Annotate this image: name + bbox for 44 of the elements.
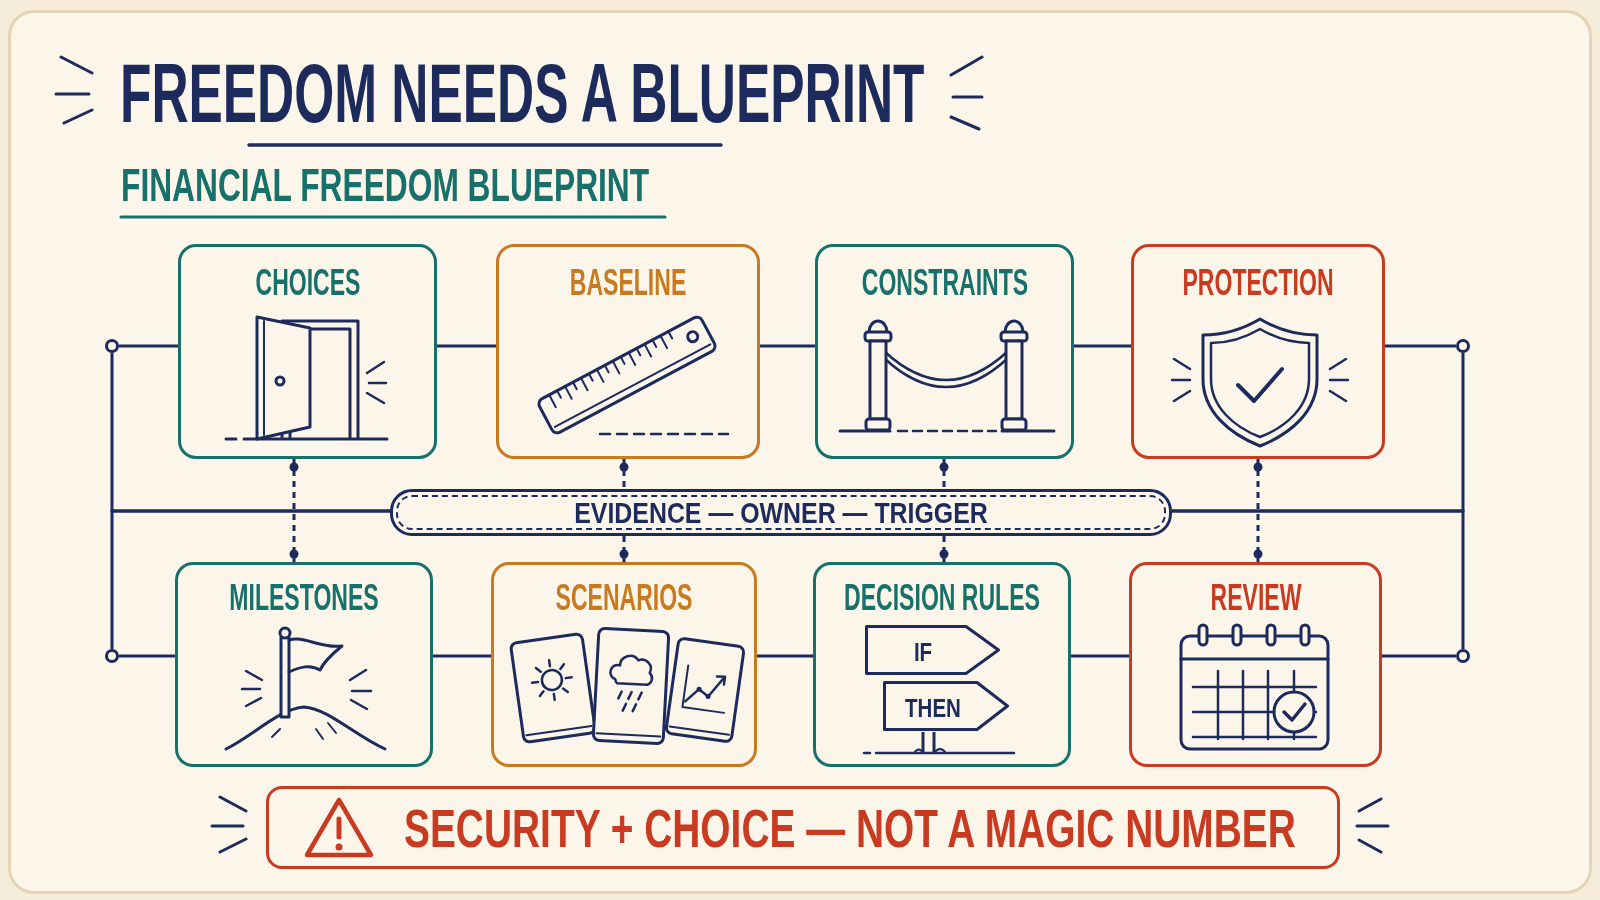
card-title: SCENARIOS bbox=[555, 580, 693, 616]
arrow-sign bbox=[883, 681, 1009, 731]
connector-line bbox=[1385, 344, 1456, 348]
connector-line bbox=[757, 654, 813, 658]
sign-label: IF bbox=[913, 640, 933, 665]
category-card bbox=[1129, 562, 1382, 767]
category-card bbox=[178, 244, 437, 459]
connector-line bbox=[1382, 654, 1456, 658]
card-title: CHOICES bbox=[255, 265, 360, 301]
card-title: REVIEW bbox=[1210, 580, 1301, 616]
category-card bbox=[491, 562, 757, 767]
connector-line bbox=[1071, 654, 1129, 658]
subtitle: FINANCIAL FREEDOM BLUEPRINT bbox=[121, 161, 650, 208]
category-card bbox=[175, 562, 433, 767]
dashed-connector bbox=[289, 459, 299, 562]
card-title: PROTECTION bbox=[1182, 265, 1334, 301]
category-card bbox=[1131, 244, 1385, 459]
connector-line bbox=[437, 344, 496, 348]
card-title: CONSTRAINTS bbox=[861, 265, 1028, 301]
card-title: BASELINE bbox=[569, 265, 687, 301]
connector-line bbox=[760, 344, 815, 348]
dashed-connector bbox=[619, 536, 629, 562]
warning-banner bbox=[266, 786, 1340, 869]
card-title: DECISION RULES bbox=[844, 580, 1040, 616]
card-title: MILESTONES bbox=[229, 580, 379, 616]
banner-text: SECURITY + CHOICE — NOT A MAGIC NUMBER bbox=[404, 801, 1296, 855]
dashed-connector bbox=[939, 536, 949, 562]
bar-label: EVIDENCE — OWNER — TRIGGER bbox=[574, 498, 988, 528]
dashed-connector bbox=[619, 459, 629, 489]
connector-line bbox=[1172, 509, 1465, 649]
arrow-sign bbox=[865, 625, 1000, 675]
title: FREEDOM NEEDS A BLUEPRINT bbox=[120, 51, 925, 135]
connector-line bbox=[1074, 344, 1131, 348]
rounded-bar bbox=[390, 489, 1172, 536]
connector-line bbox=[110, 509, 390, 649]
dashed-connector bbox=[1253, 459, 1263, 562]
sign-label: THEN bbox=[905, 696, 961, 721]
connector-line bbox=[119, 654, 175, 658]
connector-line bbox=[433, 654, 491, 658]
category-card bbox=[813, 562, 1071, 767]
category-card bbox=[496, 244, 760, 459]
category-card bbox=[815, 244, 1074, 459]
dashed-connector bbox=[939, 459, 949, 489]
connector-line bbox=[119, 344, 178, 348]
